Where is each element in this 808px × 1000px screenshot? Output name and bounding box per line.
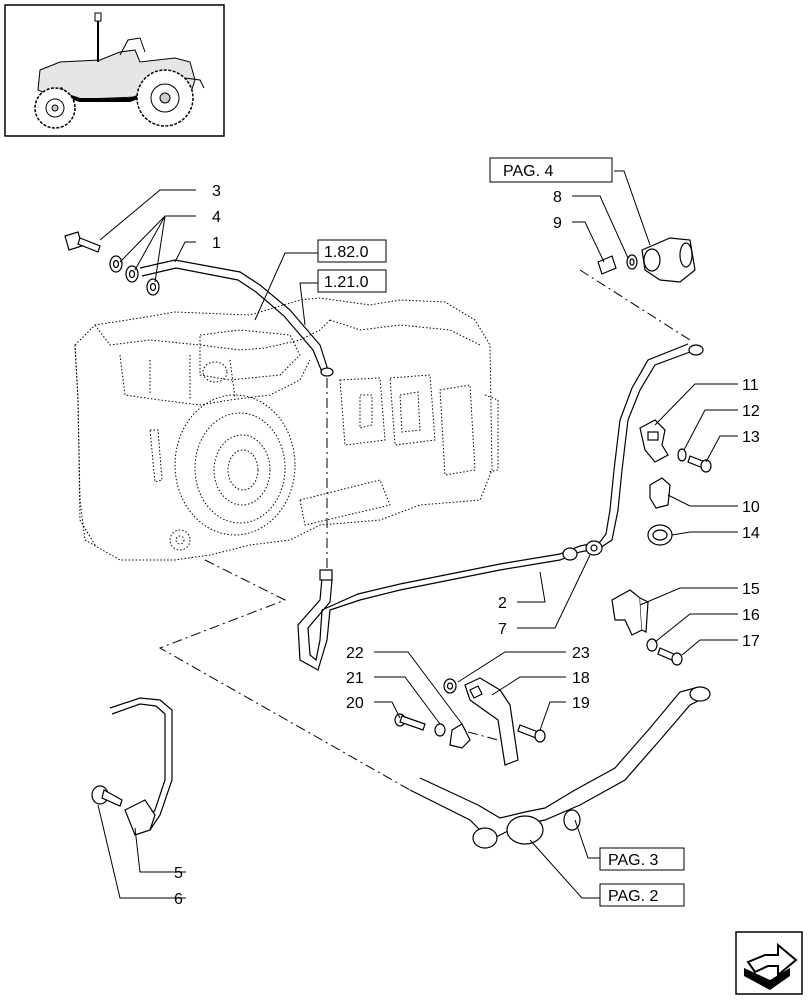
- ref-box-pag2[interactable]: PAG. 2: [599, 883, 685, 907]
- grommet-10: [649, 477, 671, 509]
- assembly-lines: [158, 269, 691, 791]
- fitting-9: [597, 254, 638, 275]
- callout-12: 12: [742, 403, 760, 420]
- screw-17: [657, 647, 683, 666]
- washer-16: [646, 638, 658, 652]
- ref-box-pag4[interactable]: PAG. 4: [489, 157, 613, 183]
- clip-22: [449, 723, 471, 749]
- callout-23: 23: [572, 645, 590, 662]
- callout-2: 2: [498, 595, 507, 612]
- callout-20: 20: [346, 695, 364, 712]
- callout-3: 3: [212, 183, 221, 200]
- clip-11: [639, 419, 669, 463]
- callout-numbers: 1 2 3 4 5 6 7 8 9 10 11 12 13 14 15 16 1…: [174, 183, 760, 908]
- screw-3: [64, 231, 101, 253]
- callout-21: 21: [346, 670, 364, 687]
- ref-box-pag3[interactable]: PAG. 3: [599, 847, 685, 871]
- callout-8: 8: [553, 189, 562, 206]
- callout-4: 4: [212, 209, 221, 226]
- hose: [409, 686, 711, 849]
- sender-unit: [641, 237, 696, 283]
- next-page-arrow-icon[interactable]: [735, 931, 803, 995]
- leader-lines: [97, 170, 738, 899]
- pipe-1: [139, 259, 334, 377]
- pipe-5: [109, 697, 173, 836]
- callout-15: 15: [742, 581, 760, 598]
- callout-1: 1: [212, 235, 221, 252]
- callout-19: 19: [572, 695, 590, 712]
- callout-16: 16: [742, 607, 760, 624]
- callout-6: 6: [174, 891, 183, 908]
- callout-9: 9: [553, 215, 562, 232]
- clamp-14: [647, 524, 673, 546]
- callout-7: 7: [498, 621, 507, 638]
- tractor-thumbnail: [4, 4, 225, 137]
- callout-18: 18: [572, 670, 590, 687]
- ref-box-1210[interactable]: 1.21.0: [317, 269, 387, 293]
- washer-21: [434, 723, 446, 737]
- washer-12: [677, 448, 687, 462]
- screw-19: [517, 724, 546, 743]
- bracket-15: [611, 589, 649, 636]
- bracket-18: [464, 677, 519, 766]
- screw-20: [394, 713, 426, 731]
- pipe-2: [297, 343, 704, 671]
- callout-17: 17: [742, 633, 760, 650]
- callout-10: 10: [742, 499, 760, 516]
- ref-1210-label: 1.21.0: [324, 274, 369, 291]
- callout-11: 11: [742, 377, 759, 394]
- callout-5: 5: [174, 865, 183, 882]
- callout-22: 22: [346, 645, 364, 662]
- transmission-housing: [74, 297, 499, 561]
- pag4-label: PAG. 4: [503, 163, 553, 180]
- ref-1820-label: 1.82.0: [324, 244, 369, 261]
- callout-14: 14: [742, 525, 760, 542]
- ref-box-1820[interactable]: 1.82.0: [317, 239, 387, 263]
- callout-13: 13: [742, 429, 760, 446]
- washers-4: [109, 255, 160, 296]
- pag2-label: PAG. 2: [608, 888, 658, 905]
- screw-6: [91, 785, 123, 807]
- pag3-label: PAG. 3: [608, 852, 658, 869]
- screw-13: [687, 455, 712, 473]
- washer-23: [443, 678, 457, 694]
